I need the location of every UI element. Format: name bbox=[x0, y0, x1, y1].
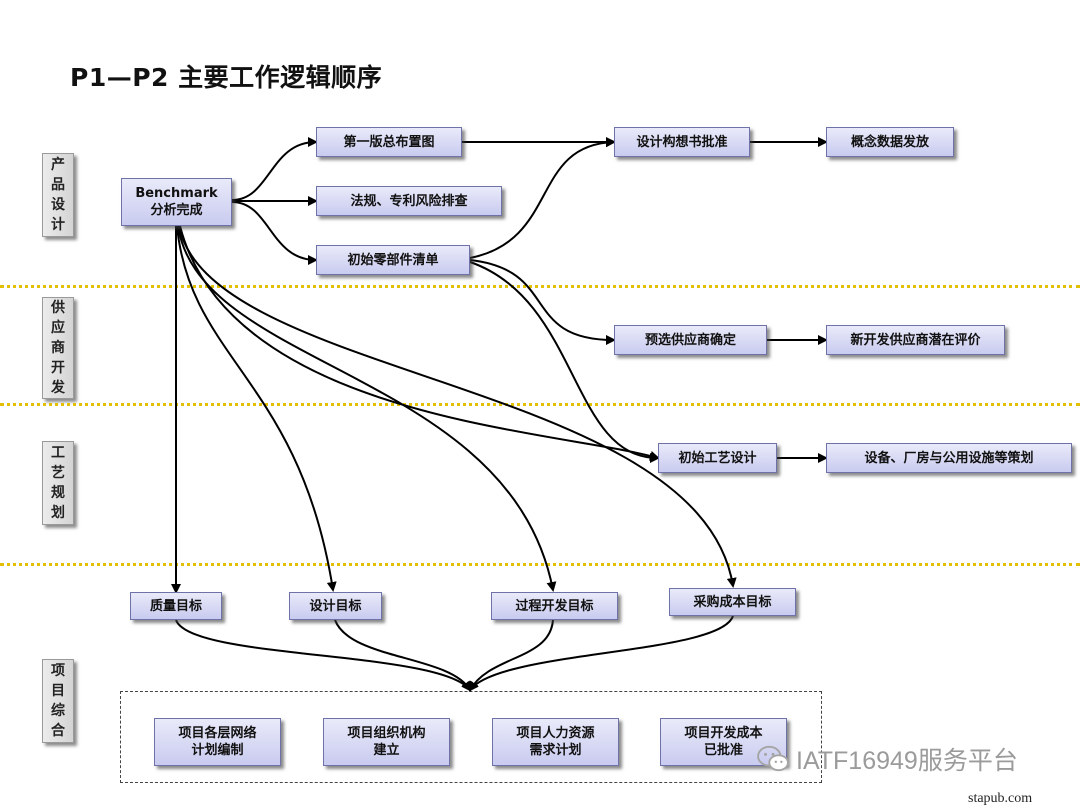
node-concept-data: 概念数据发放 bbox=[826, 127, 954, 157]
node-new-supplier-eval: 新开发供应商潜在评价 bbox=[826, 325, 1005, 355]
node-supplier-select: 预选供应商确定 bbox=[614, 325, 767, 355]
node-cost-approval: 项目开发成本 已批准 bbox=[660, 718, 787, 766]
node-benchmark: Benchmark 分析完成 bbox=[121, 178, 232, 226]
node-process-target: 过程开发目标 bbox=[491, 592, 618, 620]
watermark: IATF16949服务平台 bbox=[756, 741, 1018, 777]
lane-divider bbox=[0, 403, 1080, 406]
node-cost-approval-line1: 项目开发成本 bbox=[684, 726, 763, 741]
arrow-benchmark-process-target bbox=[177, 225, 557, 592]
arrow-quality-converge bbox=[175, 619, 472, 692]
arrow-benchmark-layout bbox=[231, 137, 318, 201]
node-hr-plan-line2: 需求计划 bbox=[529, 743, 582, 758]
arrow-partslist-supplier bbox=[469, 259, 616, 345]
node-cost-approval-line2: 已批准 bbox=[703, 743, 743, 758]
watermark-text: IATF16949服务平台 bbox=[796, 747, 1018, 775]
lane-divider bbox=[0, 563, 1080, 566]
node-parts-list: 初始零部件清单 bbox=[316, 245, 470, 275]
arrow-benchmark-design bbox=[176, 225, 337, 592]
node-benchmark-line1: Benchmark bbox=[135, 186, 218, 201]
lane-label-supplier-dev: 供应商开发 bbox=[42, 297, 74, 399]
arrow-partslist-concept bbox=[469, 137, 616, 259]
node-quality-target: 质量目标 bbox=[130, 592, 222, 620]
node-design-target: 设计目标 bbox=[289, 592, 382, 620]
node-process-design: 初始工艺设计 bbox=[658, 443, 777, 473]
node-facility-plan: 设备、厂房与公用设施等策划 bbox=[826, 443, 1072, 473]
node-purchase-target: 采购成本目标 bbox=[669, 588, 796, 616]
node-layout: 第一版总布置图 bbox=[316, 127, 462, 157]
node-hr-plan-line1: 项目人力资源 bbox=[516, 726, 595, 741]
lane-label-process-plan: 工艺规划 bbox=[42, 441, 74, 525]
arrow-purchase-converge bbox=[468, 615, 734, 692]
node-org-setup: 项目组织机构 建立 bbox=[323, 718, 450, 766]
node-concept-approval: 设计构想书批准 bbox=[614, 127, 750, 157]
node-hr-plan: 项目人力资源 需求计划 bbox=[492, 718, 619, 766]
node-network-plan-line1: 项目各层网络 bbox=[178, 726, 257, 741]
arrow-benchmark-process-design bbox=[179, 225, 660, 461]
arrow-design-converge bbox=[334, 619, 471, 692]
lane-text: 工艺规划 bbox=[51, 445, 65, 521]
lane-text: 项目综合 bbox=[51, 663, 65, 739]
node-org-setup-line2: 建立 bbox=[373, 743, 400, 758]
lane-text: 产品设计 bbox=[51, 157, 65, 233]
page-title: P1—P2 主要工作逻辑顺序 bbox=[70, 63, 383, 92]
node-regulation: 法规、专利风险排查 bbox=[316, 186, 502, 216]
lane-label-product-design: 产品设计 bbox=[42, 153, 74, 237]
arrow-benchmark-purchase bbox=[178, 225, 737, 588]
node-network-plan: 项目各层网络 计划编制 bbox=[154, 718, 281, 766]
lane-label-project-integration: 项目综合 bbox=[42, 659, 74, 743]
wechat-icon bbox=[757, 745, 789, 772]
node-network-plan-line2: 计划编制 bbox=[191, 743, 244, 758]
node-org-setup-line1: 项目组织机构 bbox=[347, 726, 426, 741]
lane-text: 供应商开发 bbox=[51, 300, 65, 396]
arrow-benchmark-partslist bbox=[231, 201, 318, 265]
arrow-process-converge bbox=[469, 619, 554, 692]
lane-divider bbox=[0, 285, 1080, 288]
arrow-partslist-process bbox=[469, 261, 660, 463]
node-benchmark-line2: 分析完成 bbox=[150, 203, 203, 218]
site-label: stapub.com bbox=[968, 791, 1033, 806]
